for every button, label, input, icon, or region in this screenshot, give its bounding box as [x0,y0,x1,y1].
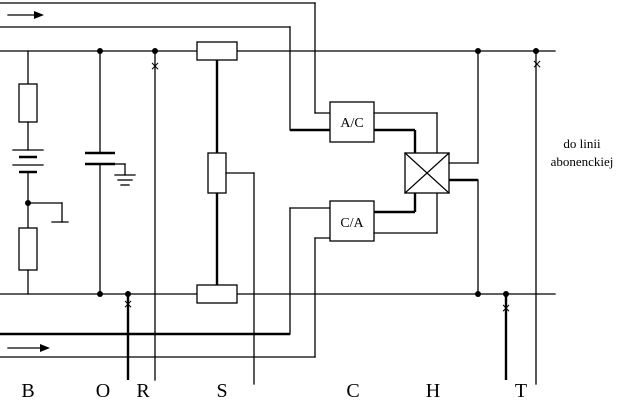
test-branch: × × [501,48,542,385]
label-t: T [515,380,527,401]
ca-converter-block [329,200,375,242]
break-cross-icon: × [532,57,542,71]
junction-dot [475,48,481,54]
arrow-right-icon [40,344,50,352]
resistor-bottom [18,227,38,271]
ac-label: A/C [340,116,363,131]
ca-label: C/A [340,216,364,231]
resistor-bottom-s [196,284,238,304]
label-c: C [346,380,359,401]
label-s: S [216,380,227,401]
potentiometer [207,152,227,194]
junction-dot [152,48,158,54]
break-cross-icon: × [123,297,133,311]
junction-dot [475,291,481,297]
bus-wires [0,50,556,295]
label-r: R [136,380,150,401]
hybrid-block [404,48,481,297]
subscriber-line-label-1: do linii [563,136,601,151]
label-o: O [96,380,110,401]
lower-signal-lines [0,207,331,358]
upper-signal-line [0,26,330,132]
label-b: B [21,380,34,401]
junction-dot [25,200,31,206]
capacitor-branch [85,48,136,297]
ringing-branch: × × [123,48,160,381]
subscriber-line-label-2: abonenckiej [551,154,614,169]
label-h: H [426,380,440,401]
break-cross-icon: × [150,59,160,73]
junction-dot [97,48,103,54]
junction-dot [97,291,103,297]
battery-branch [12,50,69,295]
codec-blocks: A/C C/A [329,101,438,242]
arrow-right-icon [34,11,44,19]
supervision-branch [196,41,255,385]
resistor-top [18,83,38,123]
ac-converter-block [329,101,375,143]
borscht-labels: B O R S C H T [21,380,527,401]
resistor-top-s [196,41,238,61]
junction-dot [125,291,131,297]
top-digital-line [0,2,331,114]
